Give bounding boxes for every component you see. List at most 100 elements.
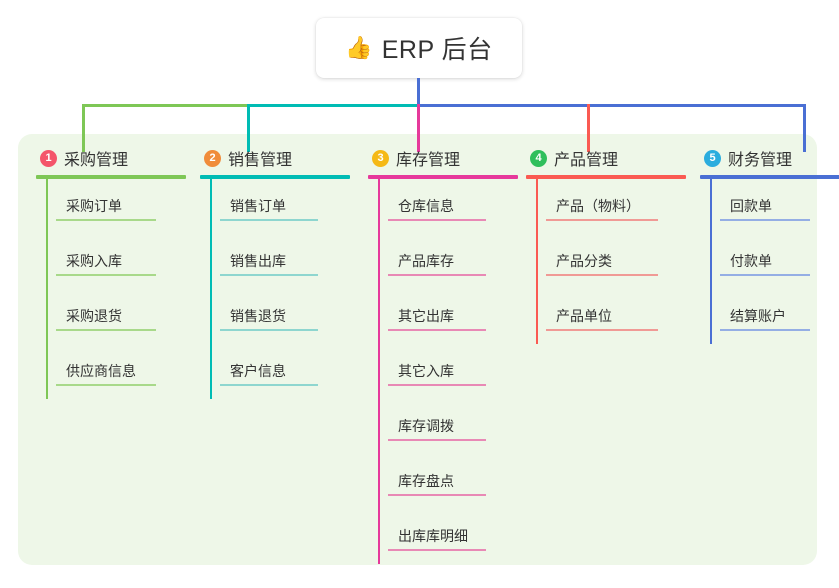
bus-connector-teal [247, 104, 419, 107]
sub-item-label: 供应商信息 [66, 363, 136, 379]
branch-items-3: 仓库信息产品库存其它出库其它入库库存调拨库存盘点出库库明细 [368, 179, 518, 564]
sub-item-label: 其它出库 [398, 308, 454, 324]
branch-title-1: 采购管理 [64, 152, 129, 169]
root-stem-connector [417, 78, 420, 104]
branch-badge-1: 1 [40, 149, 57, 167]
sub-item[interactable]: 销售订单 [210, 179, 350, 234]
sub-item-label: 结算账户 [730, 308, 786, 324]
sub-item-label: 出库库明细 [398, 528, 468, 544]
sub-item[interactable]: 产品库存 [378, 234, 518, 289]
sub-item-rule [56, 274, 156, 276]
sub-item[interactable]: 销售出库 [210, 234, 350, 289]
sub-item[interactable]: 其它入库 [378, 344, 518, 399]
branch-rule-2 [200, 175, 350, 179]
branch-header-4[interactable]: 4 产品管理 [526, 146, 686, 170]
sub-item[interactable]: 库存盘点 [378, 454, 518, 509]
sub-item-rule [546, 219, 658, 221]
sub-item-rule [388, 274, 486, 276]
sub-item[interactable]: 产品单位 [536, 289, 686, 344]
drop-connector-1 [82, 104, 85, 152]
sub-item[interactable]: 产品（物料） [536, 179, 686, 234]
branch-items-5: 回款单付款单结算账户 [700, 179, 839, 344]
sub-item-label: 库存盘点 [398, 473, 454, 489]
branch-rule-1 [36, 175, 186, 179]
branch-title-2: 销售管理 [228, 152, 293, 169]
sub-item-rule [546, 274, 658, 276]
sub-item[interactable]: 采购退货 [46, 289, 186, 344]
branch-spine-3 [378, 179, 380, 564]
branch-rule-5 [700, 175, 839, 179]
sub-item-label: 采购退货 [66, 308, 122, 324]
branch-badge-4: 4 [530, 149, 547, 167]
sub-item[interactable]: 产品分类 [536, 234, 686, 289]
sub-item[interactable]: 采购入库 [46, 234, 186, 289]
sub-item-rule [720, 219, 810, 221]
branch-items-1: 采购订单采购入库采购退货供应商信息 [36, 179, 186, 399]
sub-item[interactable]: 客户信息 [210, 344, 350, 399]
sub-item-rule [56, 219, 156, 221]
sub-item-label: 销售订单 [230, 198, 286, 214]
sub-item[interactable]: 回款单 [710, 179, 839, 234]
branch-column-3: 3 库存管理 仓库信息产品库存其它出库其它入库库存调拨库存盘点出库库明细 [368, 146, 518, 564]
branch-rule-4 [526, 175, 686, 179]
branch-title-5: 财务管理 [728, 152, 793, 169]
sub-item-label: 销售退货 [230, 308, 286, 324]
branch-spine-2 [210, 179, 212, 399]
sub-item-rule [220, 274, 318, 276]
branch-rule-3 [368, 175, 518, 179]
branch-header-5[interactable]: 5 财务管理 [700, 146, 839, 170]
sub-item-rule [220, 219, 318, 221]
sub-item-label: 产品单位 [556, 308, 612, 324]
sub-item-label: 产品（物料） [556, 198, 640, 214]
branch-column-1: 1 采购管理 采购订单采购入库采购退货供应商信息 [36, 146, 186, 399]
sub-item-rule [546, 329, 658, 331]
root-node[interactable]: 👍 ERP 后台 [316, 18, 522, 78]
branch-items-2: 销售订单销售出库销售退货客户信息 [200, 179, 350, 399]
sub-item-rule [720, 329, 810, 331]
sub-item[interactable]: 出库库明细 [378, 509, 518, 564]
sub-item-label: 回款单 [730, 198, 772, 214]
bus-connector-blue [417, 104, 806, 107]
drop-connector-4 [587, 104, 590, 152]
sub-item-rule [56, 384, 156, 386]
branch-header-2[interactable]: 2 销售管理 [200, 146, 350, 170]
sub-item-rule [388, 384, 486, 386]
diagram-panel [18, 134, 817, 565]
sub-item-label: 客户信息 [230, 363, 286, 379]
sub-item-label: 产品分类 [556, 253, 612, 269]
branch-header-3[interactable]: 3 库存管理 [368, 146, 518, 170]
sub-item-rule [220, 384, 318, 386]
sub-item-label: 其它入库 [398, 363, 454, 379]
branch-badge-5: 5 [704, 149, 721, 167]
sub-item[interactable]: 仓库信息 [378, 179, 518, 234]
drop-connector-5 [803, 104, 806, 152]
branch-header-1[interactable]: 1 采购管理 [36, 146, 186, 170]
sub-item-rule [388, 219, 486, 221]
branch-column-5: 5 财务管理 回款单付款单结算账户 [700, 146, 839, 344]
branch-column-2: 2 销售管理 销售订单销售出库销售退货客户信息 [200, 146, 350, 399]
sub-item-rule [720, 274, 810, 276]
sub-item[interactable]: 付款单 [710, 234, 839, 289]
sub-item-label: 仓库信息 [398, 198, 454, 214]
sub-item[interactable]: 库存调拨 [378, 399, 518, 454]
branch-spine-1 [46, 179, 48, 399]
branch-column-4: 4 产品管理 产品（物料） 产品分类产品单位 [526, 146, 686, 344]
sub-item[interactable]: 销售退货 [210, 289, 350, 344]
branch-badge-3: 3 [372, 149, 389, 167]
sub-item[interactable]: 供应商信息 [46, 344, 186, 399]
sub-item-rule [388, 494, 486, 496]
branch-items-4: 产品（物料） 产品分类产品单位 [526, 179, 686, 344]
sub-item-label: 付款单 [730, 253, 772, 269]
sub-item-label: 销售出库 [230, 253, 286, 269]
drop-connector-3 [417, 104, 420, 152]
branch-spine-4 [536, 179, 538, 344]
root-title: ERP 后台 [381, 36, 493, 64]
sub-item[interactable]: 结算账户 [710, 289, 839, 344]
branch-spine-5 [710, 179, 712, 344]
sub-item-label: 采购订单 [66, 198, 122, 214]
sub-item[interactable]: 采购订单 [46, 179, 186, 234]
sub-item-rule [388, 549, 486, 551]
sub-item[interactable]: 其它出库 [378, 289, 518, 344]
sub-item-label: 库存调拨 [398, 418, 454, 434]
